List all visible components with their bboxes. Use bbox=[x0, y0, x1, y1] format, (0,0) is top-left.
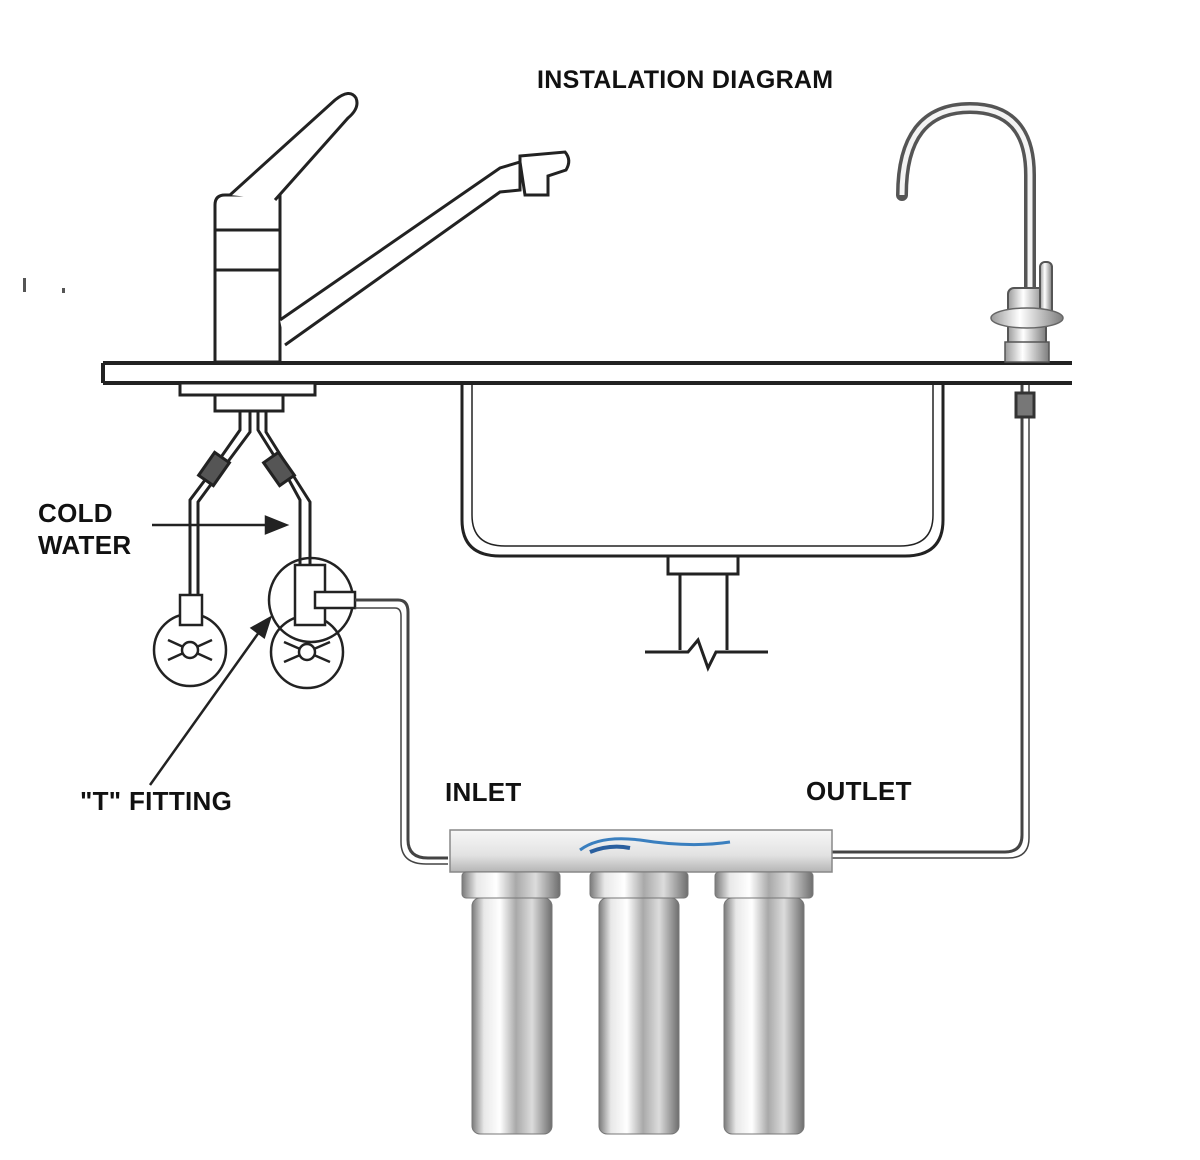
t-fitting-arrow bbox=[148, 615, 273, 786]
edge-marks bbox=[23, 278, 65, 293]
inlet-line bbox=[355, 598, 448, 865]
outlet-label: OUTLET bbox=[806, 776, 912, 806]
t-fitting-valve bbox=[267, 556, 357, 690]
sink-basin bbox=[460, 385, 945, 558]
left-shutoff-valve bbox=[152, 593, 228, 688]
filter-housing-3 bbox=[714, 871, 814, 1135]
outlet-line bbox=[832, 385, 1036, 859]
fish-logo-icon bbox=[579, 837, 731, 852]
drain-pipe bbox=[645, 554, 768, 672]
cold-water-arrow bbox=[152, 515, 290, 535]
drinking-water-faucet bbox=[896, 101, 1064, 363]
filter-head bbox=[449, 829, 833, 873]
main-faucet bbox=[178, 92, 571, 413]
diagram-title: INSTALATION DIAGRAM bbox=[537, 66, 834, 94]
t-fitting-label: "T" FITTING bbox=[80, 786, 233, 816]
cold-water-label-line2: WATER bbox=[38, 530, 132, 560]
filter-housing-1 bbox=[461, 871, 561, 1135]
cold-water-label-line1: COLD bbox=[38, 498, 113, 528]
filter-housing-2 bbox=[589, 871, 689, 1135]
inlet-label: INLET bbox=[445, 777, 522, 807]
supply-hoses bbox=[188, 412, 312, 595]
countertop bbox=[101, 361, 1072, 385]
filter-system bbox=[449, 829, 833, 1135]
